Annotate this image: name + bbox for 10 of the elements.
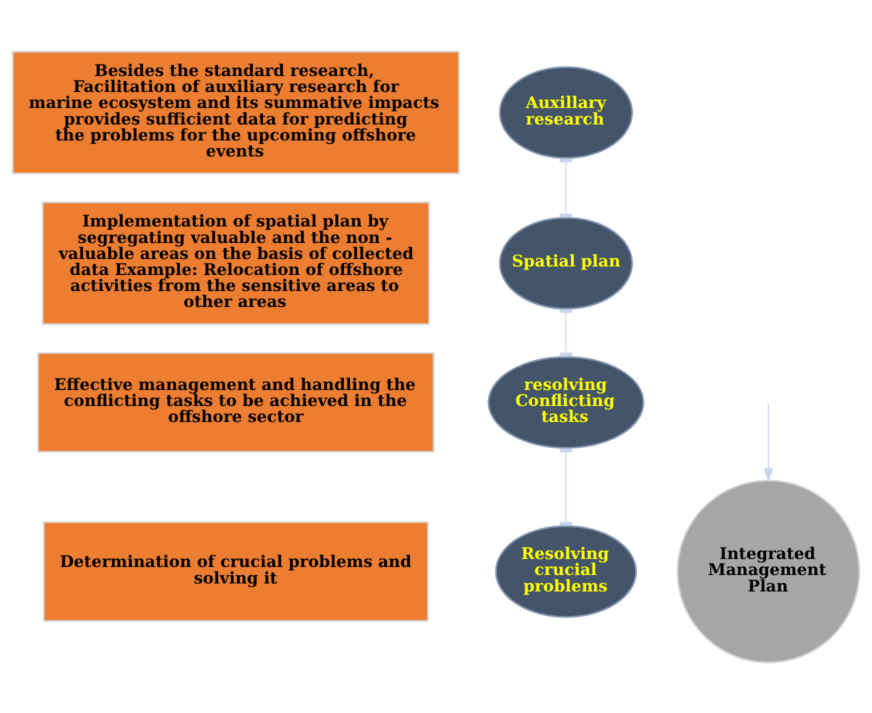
- node-box: Besides the standard research, Facilitation of auxiliary research for marine ecosystem and its summative impacts provides sufficient data for predicting the problems for the upcoming offshore events: [12, 50, 460, 174]
- node-box: Determination of crucial problems and solving it: [42, 520, 429, 622]
- node-ellipse: Auxillary research: [498, 66, 633, 158]
- node-circle: Integrated Management Plan: [676, 479, 860, 663]
- arrow: [764, 403, 774, 482]
- node-ellipse: resolving Conflicting tasks: [488, 356, 644, 448]
- node-box: Implementation of spatial plan by segregating valuable and the non - valuable areas on the basis of collected data Example: Relocation of offshore activities from the sensitive areas to other areas: [42, 200, 430, 325]
- node-ellipse: Spatial plan: [498, 216, 633, 310]
- node-box: Effective management and handling the conflicting tasks to be achieved in the offshore sector: [37, 352, 435, 452]
- node-ellipse: Resolving crucial problems: [495, 524, 637, 618]
